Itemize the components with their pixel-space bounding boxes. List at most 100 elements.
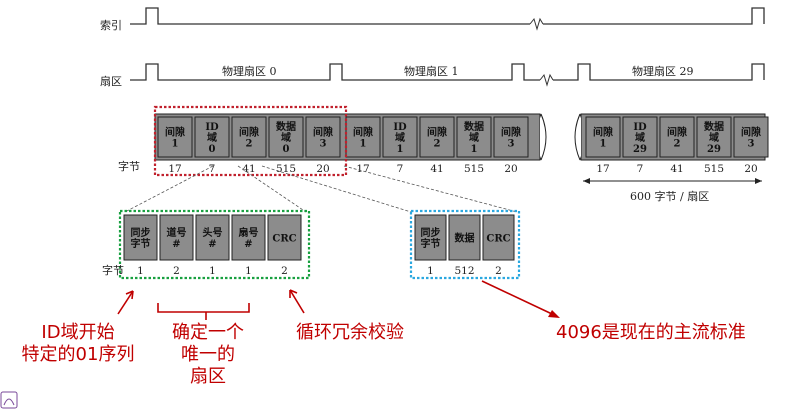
- track-cell-label: 间隙: [741, 126, 761, 139]
- track-byte-count: 20: [316, 163, 329, 175]
- track-cell-label: 2: [246, 139, 253, 150]
- track-cell-label: 2: [434, 139, 441, 150]
- track-cell: [194, 116, 230, 158]
- id-field-highlight-box: [118, 209, 311, 280]
- track-byte-count: 20: [504, 163, 517, 175]
- track-cell-label: ID: [393, 122, 407, 133]
- track-cell: [493, 116, 529, 158]
- sector-name-29: 物理扇区 29: [632, 65, 694, 78]
- data-field-cell-label: 同步: [421, 226, 441, 239]
- data-field-cell-label: 数据: [455, 232, 475, 245]
- track-cell-label: 间隙: [501, 126, 521, 139]
- track-cell-label: 1: [397, 144, 404, 155]
- track-cell: [622, 116, 658, 158]
- track-cell: [659, 116, 695, 158]
- track-cell-label: 29: [707, 144, 721, 155]
- track-byte-count: 515: [704, 163, 724, 175]
- track-bytes-label: 字节: [118, 160, 140, 173]
- track-cell-label: 域: [709, 131, 719, 144]
- track-cell: [456, 116, 492, 158]
- track-cell-label: ID: [633, 122, 647, 133]
- track-byte-count: 515: [276, 163, 296, 175]
- sector0-highlight-box: [153, 105, 348, 177]
- data-field-cell: [414, 214, 447, 261]
- track-cell-label: 间隙: [667, 126, 687, 139]
- annotation-unique-sector: 确定一个 唯一的 扇区: [172, 322, 244, 387]
- track-byte-count: 515: [464, 163, 484, 175]
- track-cells: 间隙1ID域0间隙2数据域0间隙3间隙1ID域1间隙2数据域1间隙3间隙1ID域…: [157, 116, 769, 158]
- id-bytes-label: 字节: [102, 264, 124, 277]
- track-byte-count: 17: [596, 163, 609, 175]
- id-field-cell-label: 扇号: [239, 226, 259, 239]
- id-field-byte-count: 2: [281, 265, 288, 277]
- expand-line: [261, 165, 412, 213]
- track-cell-label: 3: [508, 139, 515, 150]
- data-field-byte-count: 2: [495, 265, 502, 277]
- sector-pulse-line: [130, 63, 765, 81]
- track-cell-label: 间隙: [593, 126, 613, 139]
- track-cell-label: 域: [635, 131, 645, 144]
- track-cell-label: 1: [360, 139, 367, 150]
- track-cell-label: 间隙: [239, 126, 259, 139]
- track-cell-label: 数据: [464, 120, 484, 133]
- index-break-icon: [529, 17, 544, 31]
- track-cell-label: 域: [395, 131, 405, 144]
- track-byte-count: 17: [168, 163, 181, 175]
- id-field-cell-label: 头号: [203, 226, 223, 239]
- id-field-cell: [195, 214, 230, 261]
- annotation-crc: 循环冗余校验: [296, 322, 404, 343]
- id-field-cell-label: 道号: [167, 226, 187, 239]
- track-cell-label: 3: [748, 139, 755, 150]
- track-cell: [231, 116, 267, 158]
- sector-break-icon: [539, 73, 554, 87]
- track-cell-label: ID: [205, 122, 219, 133]
- annotation-arrows: [117, 280, 553, 320]
- track-cell-label: 间隙: [313, 126, 333, 139]
- id-field-cell-label: CRC: [272, 234, 296, 245]
- track-cell-label: 0: [209, 144, 216, 155]
- expand-line: [237, 165, 307, 213]
- sector-name-1: 物理扇区 1: [404, 65, 459, 78]
- id-field-cell-label: #: [172, 239, 180, 250]
- data-field-cell-label: 字节: [421, 237, 441, 250]
- track-cell: [345, 116, 381, 158]
- id-field-byte-count: 1: [209, 265, 216, 277]
- data-field-cell: [448, 214, 481, 261]
- track-cell: [585, 116, 621, 158]
- track-cell: [157, 116, 193, 158]
- id-field-cell: [159, 214, 194, 261]
- sector-name-0: 物理扇区 0: [222, 65, 277, 78]
- track-cell-label: 29: [633, 144, 647, 155]
- id-field-byte-count: 2: [173, 265, 180, 277]
- id-field-cell: [123, 214, 158, 261]
- id-field-cell-label: 同步: [131, 226, 151, 239]
- id-field-cell: [231, 214, 266, 261]
- index-signal-label: 索引: [100, 19, 122, 32]
- data-field-byte-count: 512: [454, 265, 474, 277]
- data-field-highlight-box: [409, 209, 521, 280]
- id-field-cell-label: #: [208, 239, 216, 250]
- track-cell-label: 间隙: [165, 126, 185, 139]
- track-cell-label: 域: [281, 131, 291, 144]
- track-byte-count: 41: [430, 163, 443, 175]
- track-cell-label: 1: [172, 139, 179, 150]
- track-cell: [696, 116, 732, 158]
- annotation-id-start: ID域开始 特定的01序列: [21, 322, 135, 365]
- annotation-4096: 4096是现在的主流标准: [556, 322, 746, 343]
- track-cell-label: 2: [674, 139, 681, 150]
- track-byte-count: 7: [637, 163, 644, 175]
- id-field-byte-count: 1: [245, 265, 252, 277]
- id-field-byte-count: 1: [137, 265, 144, 277]
- track-cell-label: 域: [207, 131, 217, 144]
- track-byte-count: 7: [397, 163, 404, 175]
- per-sector-label: 600 字节 / 扇区: [630, 190, 710, 203]
- track-byte-count: 7: [209, 163, 216, 175]
- track-cell-label: 域: [469, 131, 479, 144]
- track-cell: [382, 116, 418, 158]
- track-byte-count: 41: [670, 163, 683, 175]
- track-cell-label: 数据: [704, 120, 724, 133]
